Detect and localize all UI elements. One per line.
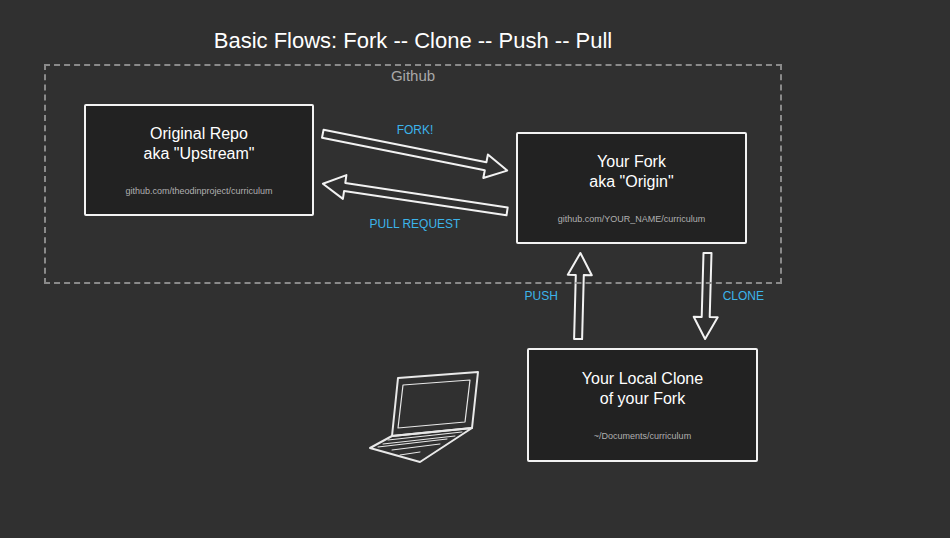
repo-url: ~/Documents/curriculum: [594, 431, 691, 441]
laptop-touchpad: [400, 452, 420, 455]
region-label: Github: [46, 67, 780, 84]
box-title: Original Repo aka "Upstream": [139, 124, 259, 164]
diagram-title: Basic Flows: Fork -- Clone -- Push -- Pu…: [0, 28, 826, 54]
flow-label: PULL REQUEST: [370, 217, 461, 231]
box-title: Your Fork aka "Origin": [584, 152, 679, 192]
github-region: GithubOriginal Repo aka "Upstream" github…: [44, 64, 782, 284]
flow-arrow: [323, 175, 508, 215]
laptop-screen-inner: [398, 380, 470, 428]
flow-label: CLONE: [723, 289, 764, 303]
flow-arrow: [694, 253, 718, 339]
laptop-keys: [378, 432, 462, 450]
repo-box: Original Repo aka "Upstream" github.com/t…: [84, 104, 314, 216]
repo-url: github.com/YOUR_NAME/curriculum: [558, 214, 706, 224]
repo-box: Your Fork aka "Origin" github.com/YOUR_NA…: [516, 132, 747, 244]
laptop-screen: [392, 372, 478, 436]
laptop-base: [370, 428, 472, 462]
flow-label: FORK!: [397, 123, 434, 137]
flow-label: PUSH: [525, 289, 558, 303]
flow-arrow: [568, 253, 592, 339]
repo-url: github.com/theodinproject/curriculum: [125, 186, 272, 196]
repo-box: Your Local Clone of your Fork ~/Documents…: [527, 348, 758, 462]
box-title: Your Local Clone of your Fork: [579, 369, 707, 409]
